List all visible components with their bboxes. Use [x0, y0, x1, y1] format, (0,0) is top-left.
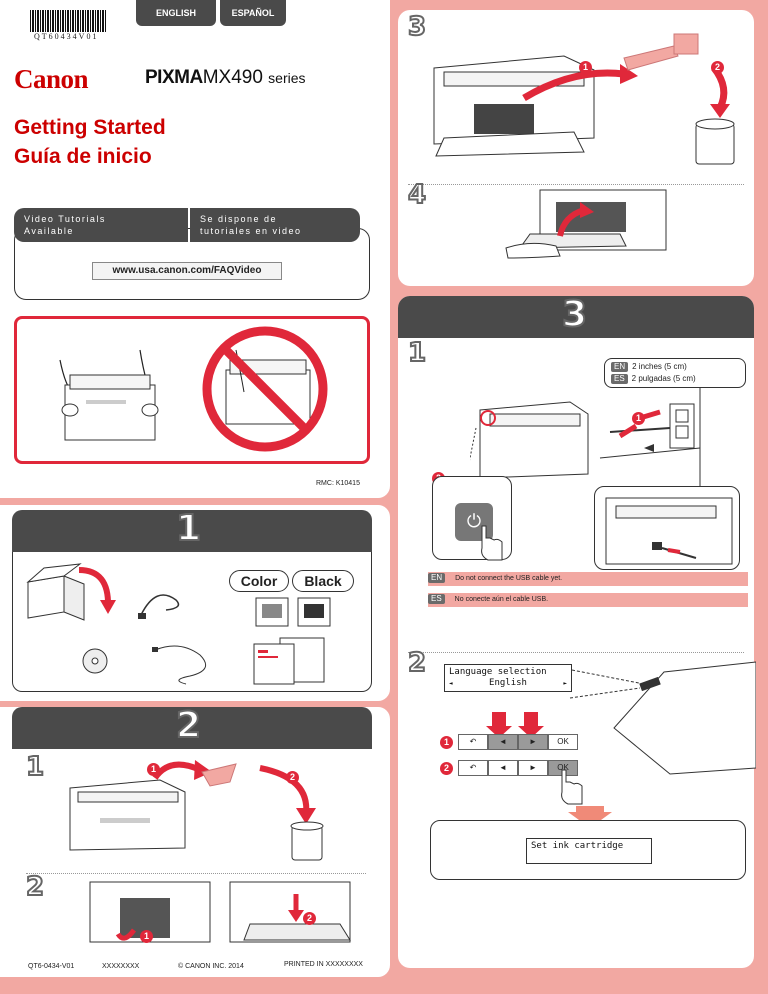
- lcd-right-arrow: ►: [563, 680, 567, 687]
- phone-cable-icon: [152, 645, 207, 685]
- footer-printed: PRINTED IN XXXXXXXX: [284, 961, 363, 968]
- footer-code: QT6-0434-V01: [28, 963, 75, 970]
- back-key-1[interactable]: ↶: [458, 734, 488, 750]
- rmc-code: RMC: K10415: [316, 480, 360, 487]
- close-tray-illustration: [505, 189, 667, 259]
- section3-step2: 2: [407, 647, 427, 679]
- lift-illustration-box: [14, 316, 370, 464]
- section1-header: [12, 510, 372, 552]
- black-cartridge-label: Black: [292, 570, 354, 592]
- section3-step1: 1: [407, 337, 427, 369]
- operation-panel-illustration: [569, 661, 756, 775]
- usb-note-es-text: No conecte aún el cable USB.: [454, 596, 549, 603]
- video-label-es-text: Se dispone de tutoriales en video: [200, 214, 302, 236]
- section2-circle-2: 2: [286, 771, 299, 784]
- section1-number: 1: [175, 507, 202, 550]
- distance-en-tag: EN: [611, 362, 629, 372]
- title-es: Guía de inicio: [14, 145, 152, 168]
- usb-note-en: EN Do not connect the USB cable yet.: [428, 572, 748, 586]
- section1-content: [12, 552, 372, 692]
- video-label-en-text: Video Tutorials Available: [24, 214, 106, 236]
- section2-number: 2: [175, 704, 202, 747]
- finger-press-ok-icon: [561, 769, 583, 805]
- back-key-2[interactable]: ↶: [458, 760, 488, 776]
- distance-en: 2 inches (5 cm): [632, 362, 687, 371]
- title-en: Getting Started: [14, 116, 166, 139]
- top-step3: 3: [407, 11, 427, 43]
- section3-header: [398, 296, 754, 338]
- section3-divider: [408, 652, 744, 653]
- usb-note-es-tag: ES: [428, 594, 445, 604]
- video-url[interactable]: www.usa.canon.com/FAQVideo: [92, 262, 282, 280]
- video-label-es: [190, 208, 360, 242]
- section2-tray-circle-1: 1: [140, 930, 153, 943]
- wrong-lift-illustration: [202, 326, 328, 452]
- top-circle-2: 2: [711, 61, 724, 74]
- ok-key-1[interactable]: OK: [548, 734, 578, 750]
- correct-lift-illustration: [59, 349, 159, 441]
- cd-icon: [82, 648, 108, 674]
- usb-note-en-text: Do not connect the USB cable yet.: [455, 575, 563, 582]
- tab-espanol[interactable]: ESPAÑOL: [220, 0, 286, 26]
- result-arrow-stem: [576, 806, 604, 814]
- model-number: MX490: [202, 67, 263, 88]
- footer-copyright: © CANON INC. 2014: [178, 963, 244, 970]
- down-arrow-left: [492, 712, 506, 730]
- down-arrow-right: [524, 712, 538, 730]
- section2-header: [12, 707, 372, 749]
- power-cord-icon: [138, 594, 180, 619]
- lcd-left-arrow: ◄: [449, 680, 453, 687]
- lcd-line2: English: [489, 678, 527, 688]
- manuals-icon: [253, 637, 325, 685]
- box-icon: [26, 563, 116, 621]
- remove-packing-illustration: [433, 33, 735, 165]
- section2-divider: [26, 873, 366, 874]
- language-lcd: Language selection ◄ English ►: [444, 664, 572, 692]
- power-button[interactable]: ⏻: [455, 503, 493, 541]
- keys-row1-circle: 1: [440, 736, 453, 749]
- usb-note-es: ES No conecte aún el cable USB.: [428, 593, 748, 607]
- lcd-line2-row: ◄ English ►: [449, 678, 567, 689]
- barcode-text: QT60434V01: [34, 32, 99, 41]
- result-lcd: Set ink cartridge: [526, 838, 652, 864]
- section2-step2: 2: [25, 871, 45, 903]
- usb-port-illustration: [605, 497, 733, 565]
- model-bold: PIXMA: [145, 67, 203, 88]
- finger-press-icon: [481, 525, 503, 561]
- tab-english[interactable]: ENGLISH: [136, 0, 216, 26]
- section3-number: 3: [561, 293, 588, 336]
- barcode: [30, 10, 106, 32]
- top-step4: 4: [407, 179, 427, 211]
- top-divider: [408, 184, 744, 185]
- color-cartridge-label: Color: [229, 570, 289, 592]
- keys-row2-circle: 2: [440, 762, 453, 775]
- distance-es-tag: ES: [611, 374, 628, 384]
- footer-placeholder: XXXXXXXX: [102, 963, 140, 970]
- ink-cartridges-icon: [255, 597, 331, 627]
- model-series: series: [268, 70, 306, 86]
- section2-step1: 1: [25, 751, 45, 783]
- model-name: PIXMAMX490 series: [145, 67, 306, 89]
- top-circle-1: 1: [579, 61, 592, 74]
- power-cord-illustration: [470, 388, 701, 488]
- usb-note-en-tag: EN: [428, 573, 446, 583]
- right-key-2[interactable]: ►: [518, 760, 548, 776]
- canon-logo: Canon: [14, 64, 89, 94]
- distance-es: 2 pulgadas (5 cm): [631, 374, 696, 383]
- open-tray-illustration: [89, 881, 351, 943]
- lcd-line1: Language selection: [449, 667, 547, 677]
- section3-cord-circle-1: 1: [632, 412, 645, 425]
- remove-tape-illustration: [69, 760, 324, 861]
- left-key-1[interactable]: ◄: [488, 734, 518, 750]
- section2-tray-circle-2: 2: [303, 912, 316, 925]
- right-key-1[interactable]: ►: [518, 734, 548, 750]
- section2-circle-1: 1: [147, 763, 160, 776]
- left-key-2[interactable]: ◄: [488, 760, 518, 776]
- video-label-en: [14, 208, 188, 242]
